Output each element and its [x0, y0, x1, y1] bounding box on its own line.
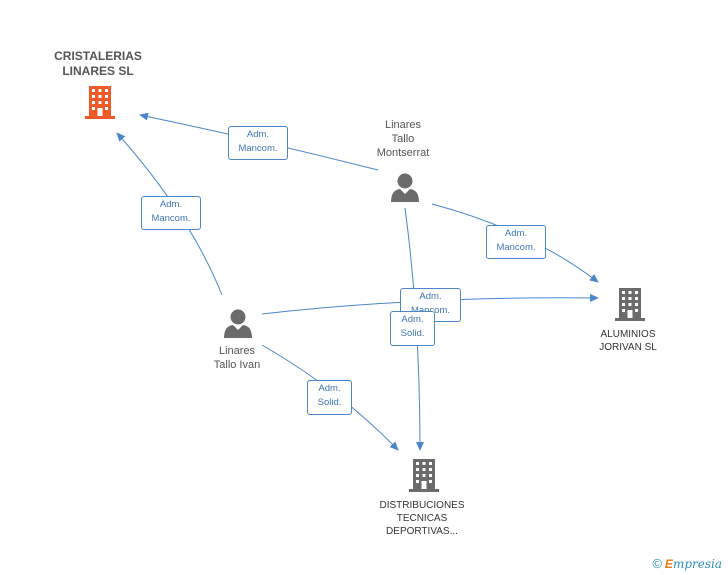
cristalerias-label-line: CRISTALERIAS	[54, 49, 142, 63]
edge-label-line: Adm.	[401, 314, 424, 325]
edge-label-line: Adm.	[504, 228, 528, 239]
footer-brand: ©Empresia	[652, 556, 722, 571]
ivan-person-icon[interactable]	[224, 309, 252, 339]
montserrat-label-line: Linares	[384, 119, 422, 131]
distribuciones-building-icon[interactable]	[409, 459, 439, 492]
ivan-label-line: Linares	[218, 345, 256, 357]
aluminios-building-icon[interactable]	[615, 288, 645, 321]
edge-label-line: Adm.	[159, 199, 183, 210]
montserrat-label[interactable]: Linares Tallo Montserrat	[377, 118, 430, 160]
edge-label-ivan-distribuciones[interactable]: Adm. Solid.	[307, 380, 352, 415]
distribuciones-label-line: DEPORTIVAS...	[386, 526, 458, 537]
edge-label-line: Mancom.	[405, 304, 456, 318]
brand-logo-text: mpresia	[672, 557, 722, 571]
edge-label-montserrat-cristalerias[interactable]: Adm. Mancom.	[228, 126, 288, 160]
aluminios-label-line: JORIVAN SL	[599, 342, 657, 353]
copyright-symbol: ©	[652, 556, 662, 571]
edge-label-line: Mancom.	[496, 242, 536, 253]
edge-label-montserrat-distribuciones[interactable]: Adm. Solid.	[390, 311, 435, 346]
edge-label-line: Mancom.	[151, 213, 191, 224]
distribuciones-label-line: DISTRIBUCIONES	[379, 500, 465, 511]
montserrat-label-line: Tallo	[391, 133, 415, 145]
ivan-label-line: Tallo Ivan	[213, 359, 261, 371]
brand-logo-initial: E	[664, 557, 673, 571]
edge-label-montserrat-aluminios[interactable]: Adm. Mancom.	[486, 225, 546, 259]
edge-label-line: Adm.	[318, 383, 341, 394]
edge-label-line: Solid.	[317, 397, 342, 408]
edge-label-ivan-cristalerias[interactable]: Adm. Mancom.	[141, 196, 201, 230]
ivan-label[interactable]: Linares Tallo Ivan	[214, 344, 260, 372]
edge-label-line: Solid.	[400, 328, 425, 339]
distribuciones-label-line: TECNICAS	[396, 513, 448, 524]
cristalerias-label[interactable]: CRISTALERIAS LINARES SL	[54, 49, 142, 79]
montserrat-label-line: Montserrat	[376, 147, 430, 159]
distribuciones-label[interactable]: DISTRIBUCIONES TECNICAS DEPORTIVAS...	[379, 499, 464, 538]
aluminios-label-line: ALUMINIOS	[600, 329, 656, 340]
cristalerias-building-icon[interactable]	[85, 86, 115, 119]
edge-label-line: Adm.	[419, 291, 442, 302]
edge-label-line: Adm.	[246, 129, 270, 140]
aluminios-label[interactable]: ALUMINIOS JORIVAN SL	[599, 328, 657, 354]
cristalerias-label-line: LINARES SL	[62, 64, 134, 78]
edge-label-line: Mancom.	[238, 143, 278, 154]
montserrat-person-icon[interactable]	[391, 173, 419, 203]
